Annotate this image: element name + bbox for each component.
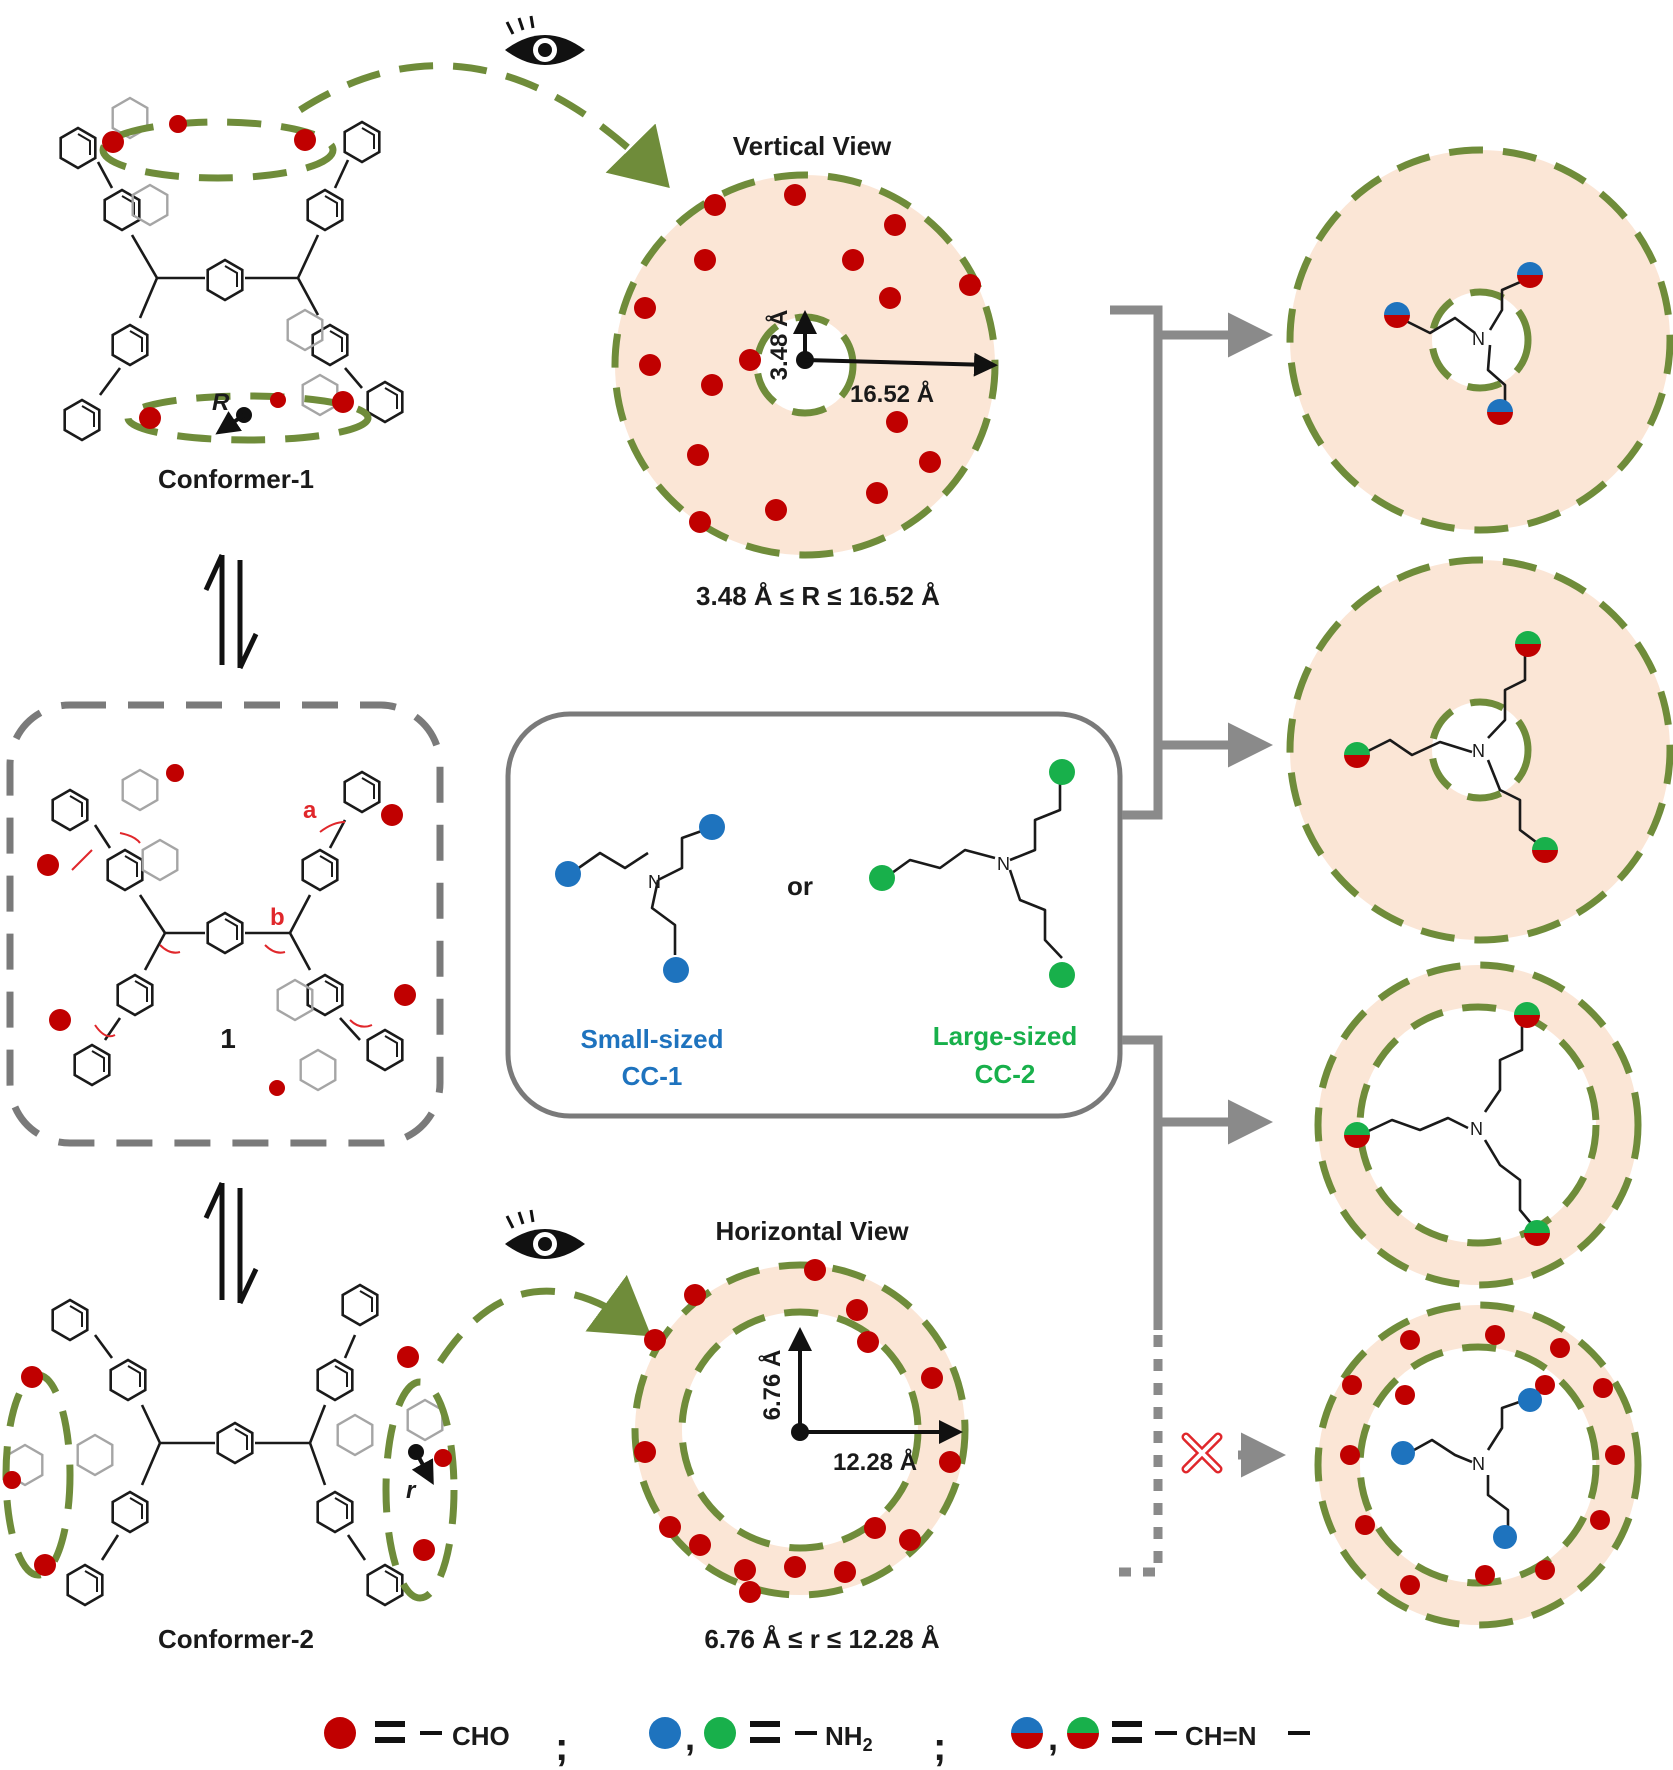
cc-2-amine-structure — [869, 759, 1075, 988]
conformer-1-label: Conformer-1 — [158, 464, 314, 494]
n-atom: N — [1472, 329, 1485, 349]
legend-comma: , — [685, 1717, 695, 1758]
horizontal-inner-radius: 6.76 Å — [758, 1350, 786, 1421]
cc-2-label: CC-2 — [975, 1059, 1036, 1089]
R-symbol: R — [212, 389, 230, 416]
n-atom: N — [1470, 1119, 1483, 1139]
compound-1-label: 1 — [220, 1023, 236, 1054]
large-sized-label: Large-sized — [933, 1021, 1078, 1051]
legend-separator: ; — [555, 1725, 568, 1769]
view-arrow-bottom — [437, 1274, 652, 1364]
conformer-2-label: Conformer-2 — [158, 1624, 314, 1654]
vertical-outer-radius: 16.52 Å — [850, 380, 934, 408]
cc-2-nitrogen: N — [997, 854, 1010, 874]
conformer-2-structure: r — [2, 1283, 458, 1607]
flow-connectors — [1110, 305, 1286, 1577]
vertical-inner-radius: 3.48 Å — [765, 310, 793, 381]
horizontal-view-title: Horizontal View — [715, 1216, 909, 1246]
eye-icon — [505, 15, 585, 65]
horizontal-range: 6.76 Å ≤ r ≤ 12.28 Å — [704, 1624, 939, 1654]
result-cage-cc2-conformer2: N — [1314, 961, 1642, 1289]
eye-icon — [505, 1209, 585, 1259]
cc-1-amine-structure — [555, 814, 725, 983]
n-atom: N — [1472, 1454, 1485, 1474]
result-cage-cc1-conformer1: N — [1286, 146, 1673, 534]
vertical-range: 3.48 Å ≤ R ≤ 16.52 Å — [696, 581, 940, 611]
legend: CHO ; , NH2 ; , CH=N — [324, 1717, 1310, 1769]
r-symbol: r — [406, 1477, 417, 1504]
bond-b-label: b — [270, 904, 285, 931]
horizontal-outer-radius: 12.28 Å — [833, 1448, 917, 1476]
legend-imine: CH=N — [1185, 1721, 1257, 1751]
equilibrium-arrow-icon — [203, 553, 259, 670]
bond-a-label: a — [303, 797, 317, 824]
cc-1-label: CC-1 — [622, 1061, 683, 1091]
or-label: or — [787, 871, 813, 901]
n-atom: N — [1472, 741, 1485, 761]
cc-1-nitrogen: N — [648, 872, 661, 892]
legend-cho: CHO — [452, 1721, 510, 1751]
result-cage-cc2-conformer1: N — [1286, 556, 1673, 944]
conformer-1-structure: R — [59, 96, 404, 444]
legend-comma: , — [1048, 1717, 1058, 1758]
view-arrow-top — [298, 62, 670, 188]
vertical-view-title: Vertical View — [733, 131, 892, 161]
result-ring-cc1-conformer2: N — [1314, 1301, 1642, 1629]
equilibrium-arrow-icon — [203, 1181, 259, 1305]
compound-1-structure — [37, 764, 416, 1096]
cross-icon — [1181, 1432, 1223, 1474]
compound-1-box — [6, 701, 444, 1147]
small-sized-label: Small-sized — [580, 1024, 723, 1054]
legend-nh2: NH2 — [825, 1721, 873, 1755]
horizontal-view-ring — [631, 1259, 969, 1603]
legend-separator: ; — [933, 1725, 946, 1769]
vertical-view-disc — [611, 171, 999, 559]
amine-choice-box — [505, 711, 1123, 1119]
